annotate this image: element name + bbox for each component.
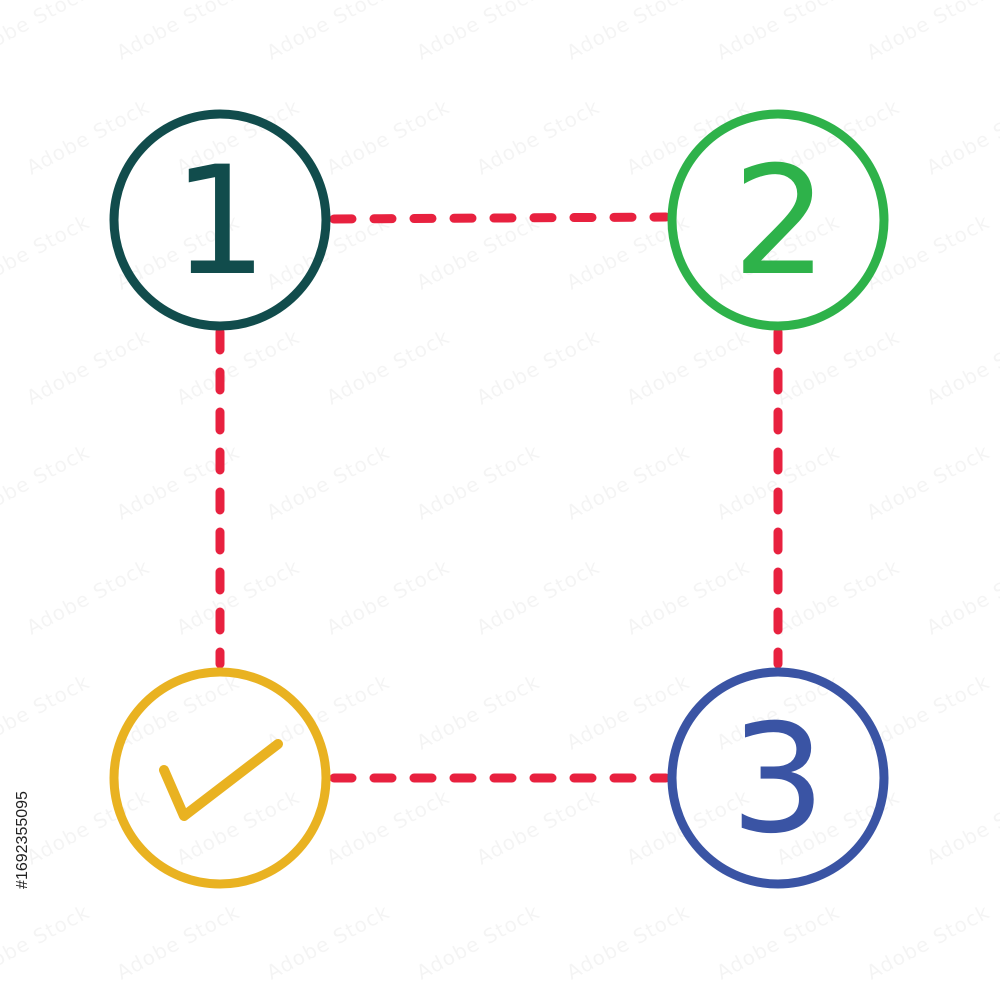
checkmark-icon <box>159 739 283 821</box>
connectors <box>215 212 783 783</box>
step-2-circle <box>667 109 889 331</box>
step-1-number: 1 <box>172 135 267 309</box>
stock-id-text: #1692355095 <box>14 791 31 889</box>
done-circle <box>109 667 331 889</box>
step-2-node: 2 <box>667 109 889 331</box>
step-1-node: 1 <box>109 109 331 331</box>
step-1-circle <box>109 109 331 331</box>
done-node <box>109 667 331 889</box>
step-3-circle <box>667 667 889 889</box>
step-3-number: 3 <box>730 693 825 867</box>
stock-id-label: #1692355095 <box>8 755 38 925</box>
connector-1-to-2 <box>329 212 671 224</box>
step-2-number: 2 <box>732 135 827 309</box>
step-3-node: 3 <box>667 667 889 889</box>
